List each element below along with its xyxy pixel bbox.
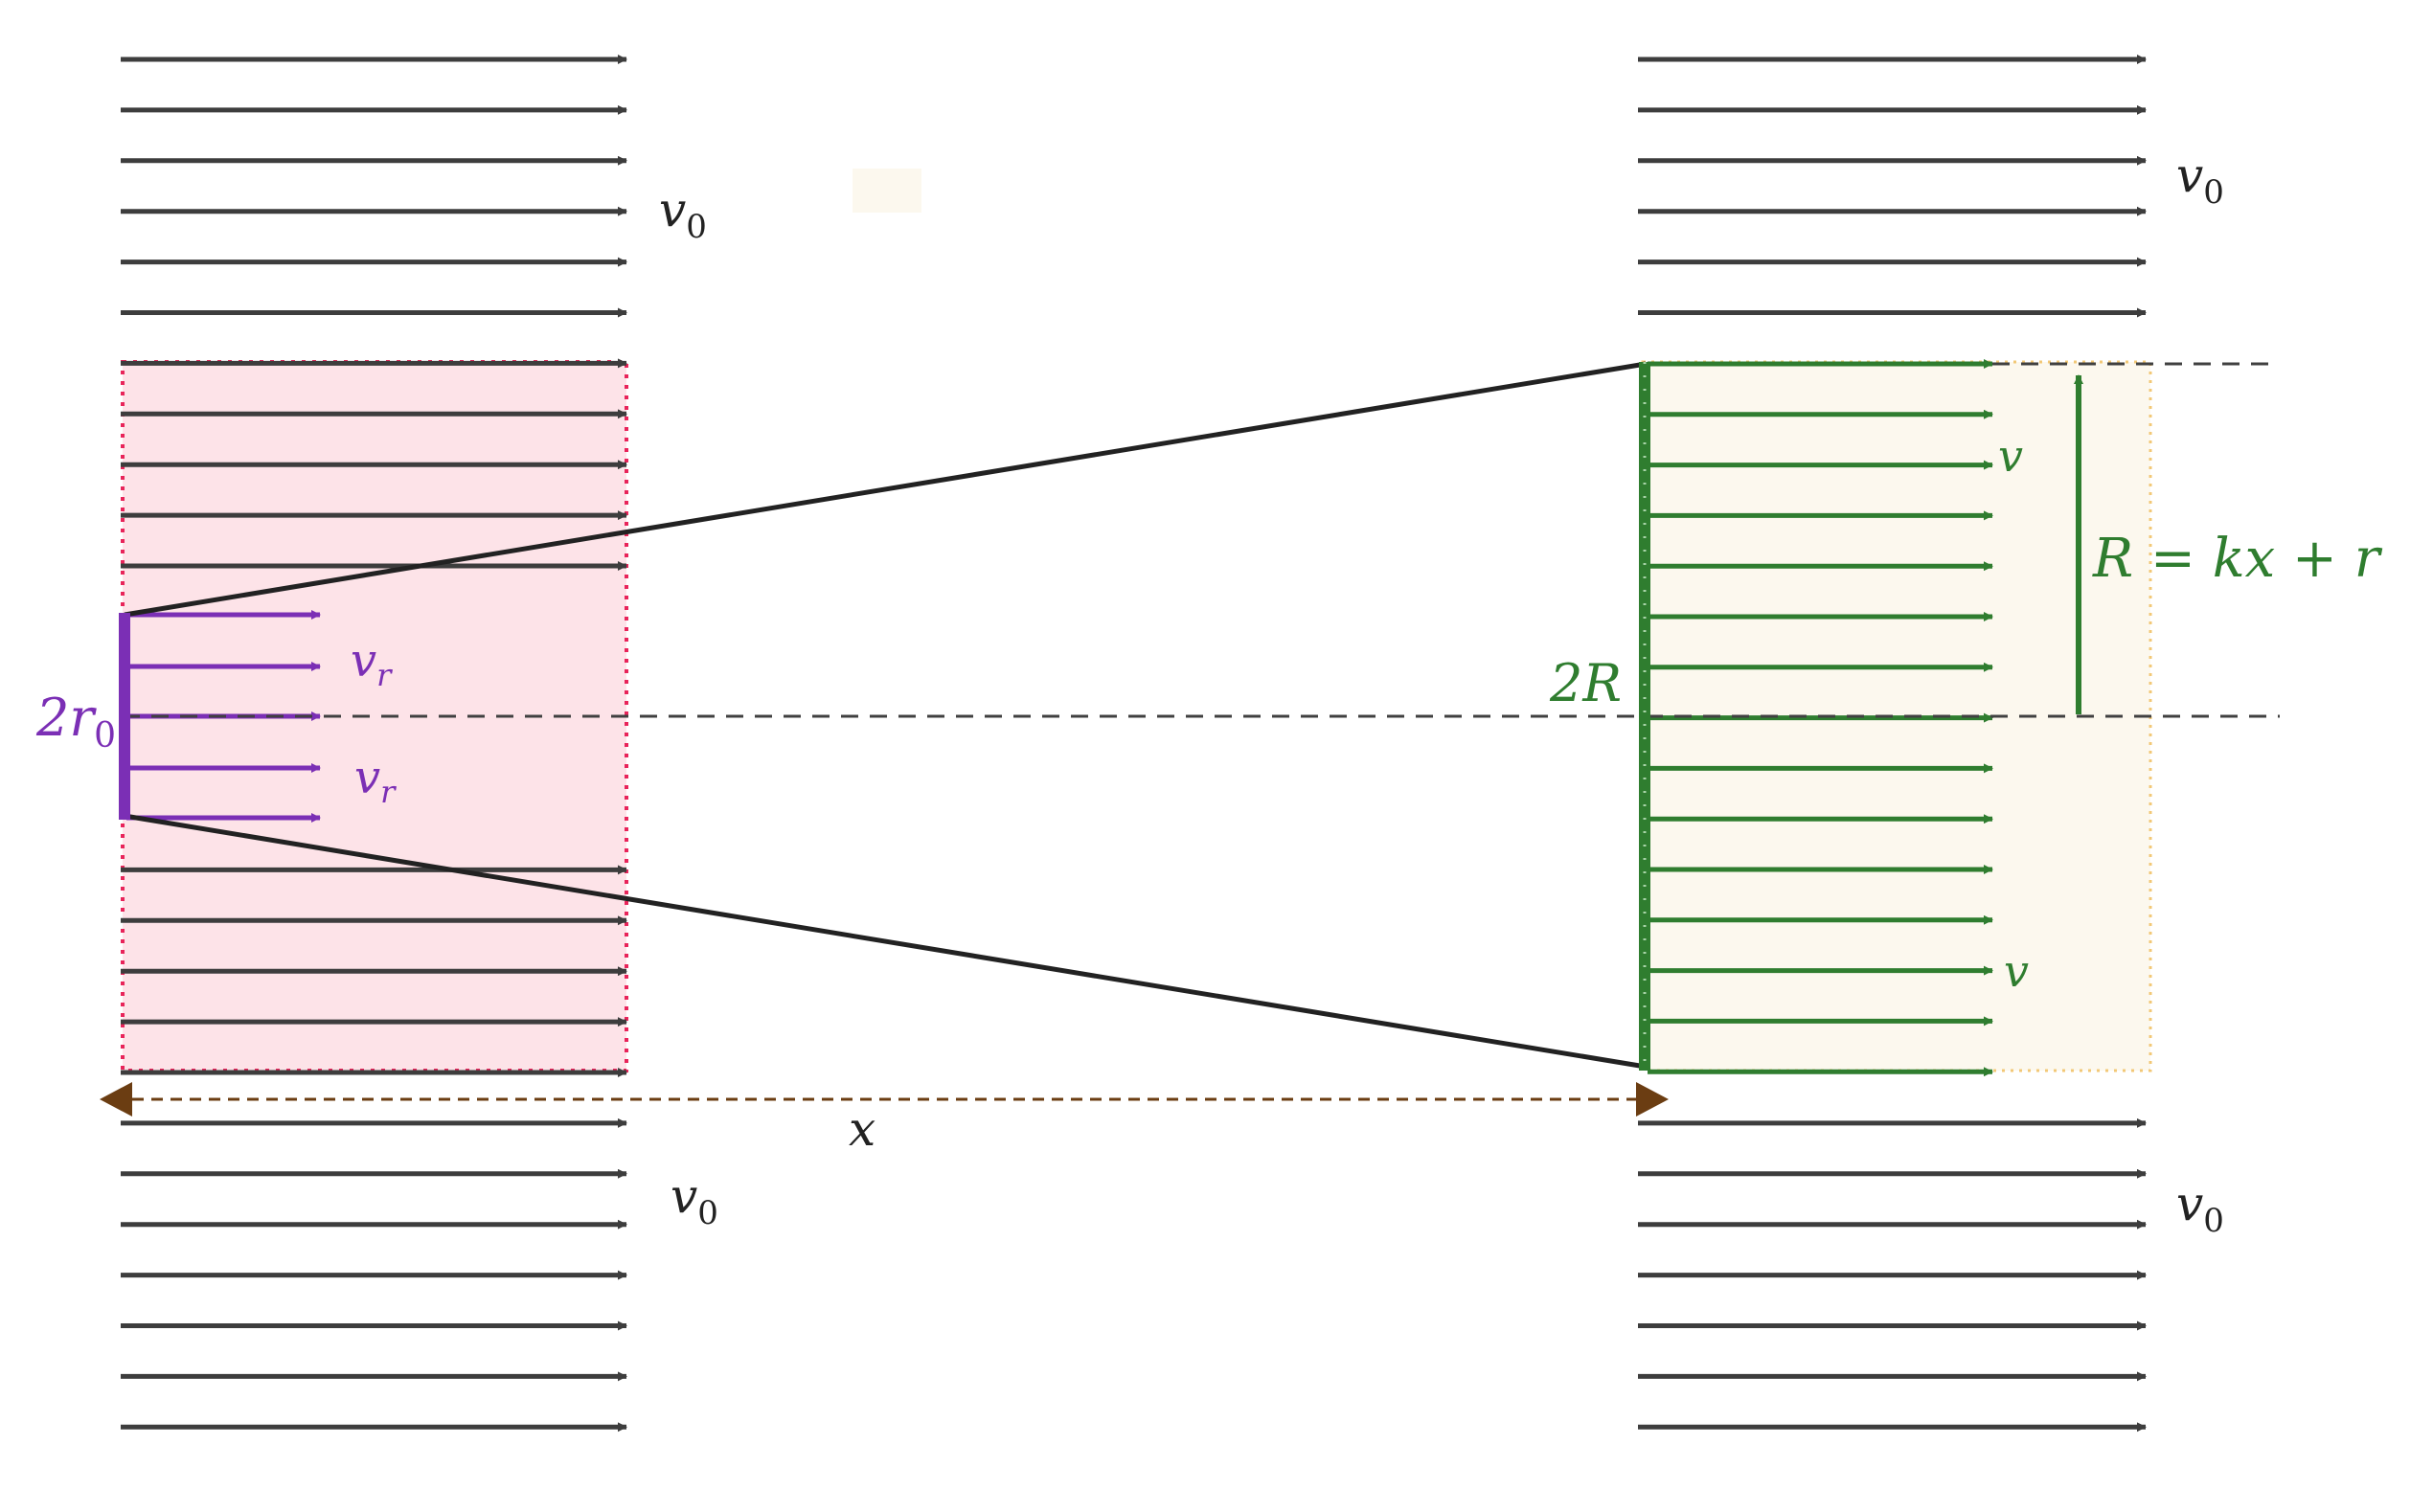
label-wake-velocity-upper: v	[1998, 430, 2023, 482]
wake-boundary-lower	[124, 813, 1647, 1070]
label-v0-left-top: v0	[659, 182, 707, 246]
free-stream-arrows-right	[1638, 55, 2147, 1433]
label-v0-right-bottom: v0	[2176, 1176, 2224, 1240]
label-v0-right-top: v0	[2176, 147, 2224, 212]
wake-velocity-arrows	[1648, 359, 1993, 1077]
label-highlight-patch	[853, 169, 921, 213]
label-wake-velocity-lower: v	[2004, 945, 2029, 997]
label-wake-diameter: 2R	[1549, 653, 1622, 713]
svg-text:v0: v0	[671, 1168, 718, 1232]
label-distance: x	[849, 1101, 875, 1157]
distance-arrow	[100, 1082, 1669, 1117]
svg-text:v0: v0	[2176, 1176, 2224, 1240]
label-vr-lower: vr	[354, 751, 397, 810]
svg-text:v0: v0	[2176, 147, 2224, 212]
label-v0-left-bottom: v0	[671, 1168, 718, 1232]
svg-text:2r0: 2r0	[35, 688, 116, 756]
free-stream-arrows-left	[121, 55, 627, 1433]
label-rotor-diameter: 2r0	[35, 688, 116, 756]
label-vr-upper: vr	[351, 634, 393, 693]
svg-text:vr: vr	[354, 751, 397, 810]
label-radius-formula: R = kx + r	[2092, 528, 2383, 590]
svg-text:v0: v0	[659, 182, 707, 246]
wake-boundary-upper	[124, 361, 1647, 618]
svg-text:vr: vr	[351, 634, 393, 693]
